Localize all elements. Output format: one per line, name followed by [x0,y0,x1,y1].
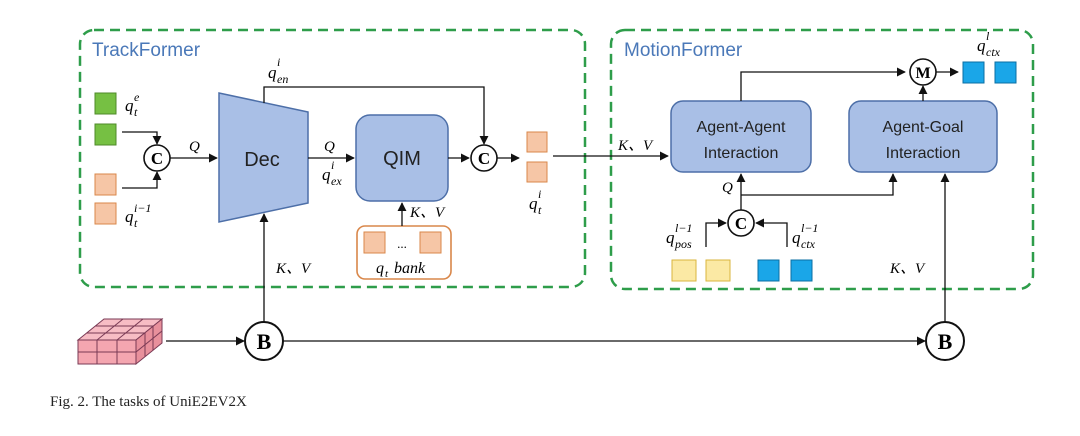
pos-query-square-right [705,259,731,282]
bank-ellipsis: ... [397,236,407,251]
svg-text:t: t [134,216,138,230]
svg-text:q: q [666,228,675,247]
figure-caption: Fig. 2. The tasks of UniE2EV2X [50,394,247,410]
svg-text:i−1: i−1 [134,201,151,215]
orange-query-square-bottom [94,202,117,225]
trackformer-title: TrackFormer [92,40,201,61]
output-query-square-bottom [526,161,548,183]
svg-text:ctx: ctx [801,237,816,251]
green-query-square-top [94,92,117,115]
merge-symbol: M [915,65,930,82]
agent-agent-label-line1: Agent-Agent [697,119,787,136]
bev-symbol-left: B [257,329,272,354]
arrow-orange-to-concat [122,171,162,189]
ctxprev-query-square-right [790,259,813,282]
motionformer-region [609,28,1035,291]
svg-text:q: q [376,260,384,277]
svg-text:e: e [134,90,140,104]
q-label-qim-input: Q [324,139,335,155]
bank-square-right [419,231,442,254]
svg-text:i: i [331,158,334,172]
svg-text:l−1: l−1 [801,221,818,235]
svg-text:q: q [792,228,801,247]
svg-text:q: q [268,63,277,82]
svg-text:q: q [529,194,538,213]
svg-text:t: t [385,268,389,280]
svg-text:bank: bank [394,260,426,277]
qim-label: QIM [383,148,421,170]
ctxprev-query-square-left [757,259,780,282]
q-ex-label: q i ex [322,158,342,188]
svg-text:t: t [538,203,542,217]
svg-text:pos: pos [674,237,692,251]
q-label-dec-input: Q [189,139,200,155]
q-t-i-label: q i t [529,187,542,217]
q-ctx-prev-label: q l−1 ctx [792,221,818,251]
arrow-q-en-to-concat [263,86,489,145]
q-en-label: q i en [268,55,288,86]
trackformer-region [78,28,587,289]
concat-symbol: C [151,149,163,168]
arrow-concat-to-agent-goal [741,173,898,196]
concat-symbol: C [735,214,747,233]
q-t-prev-label: q i−1 t [125,201,151,230]
ctx-output-square-right [994,61,1017,84]
agent-goal-label-line1: Agent-Goal [883,119,964,136]
arrow-pos-to-concat [705,218,727,247]
pos-query-square-left [671,259,697,282]
orange-query-square-top [94,173,117,196]
green-query-square-bottom [94,123,117,146]
agent-agent-label-line2: Interaction [704,145,779,162]
svg-text:q: q [125,96,134,115]
bev-feature-grid [76,317,164,366]
arrow-agent-agent-to-merge [740,67,906,101]
agent-goal-label-line2: Interaction [886,145,961,162]
ctx-output-square-left [962,61,985,84]
q-ctx-label: q l ctx [977,29,1001,59]
kv-label-agent-goal: K、V [889,261,926,277]
svg-text:q: q [977,36,986,55]
arrow-ctxprev-to-concat [755,218,788,247]
q-pos-label: q l−1 pos [666,221,692,251]
q-t-e-label: q e t [125,90,140,119]
output-query-square-top [526,131,548,153]
arrow-green-to-concat [122,131,162,145]
svg-text:i: i [277,55,280,69]
concat-symbol: C [478,149,490,168]
svg-text:ex: ex [331,174,342,188]
svg-text:en: en [277,72,288,86]
kv-label-qim: K、V [409,205,446,221]
svg-text:i: i [538,187,541,201]
svg-text:q: q [322,165,331,184]
decoder-label: Dec [244,149,280,171]
svg-text:ctx: ctx [986,45,1001,59]
svg-text:l: l [986,29,990,43]
kv-label-agent-agent: K、V [617,138,654,154]
svg-text:t: t [134,105,138,119]
kv-label-dec: K、V [275,261,312,277]
svg-text:l−1: l−1 [675,221,692,235]
motionformer-title: MotionFormer [624,40,743,61]
q-label-motion: Q [722,180,733,196]
svg-text:q: q [125,207,134,226]
q-t-bank-label: q t bank [376,260,426,280]
decoder-block [218,92,309,223]
bank-square-left [363,231,386,254]
bev-symbol-right: B [938,329,953,354]
